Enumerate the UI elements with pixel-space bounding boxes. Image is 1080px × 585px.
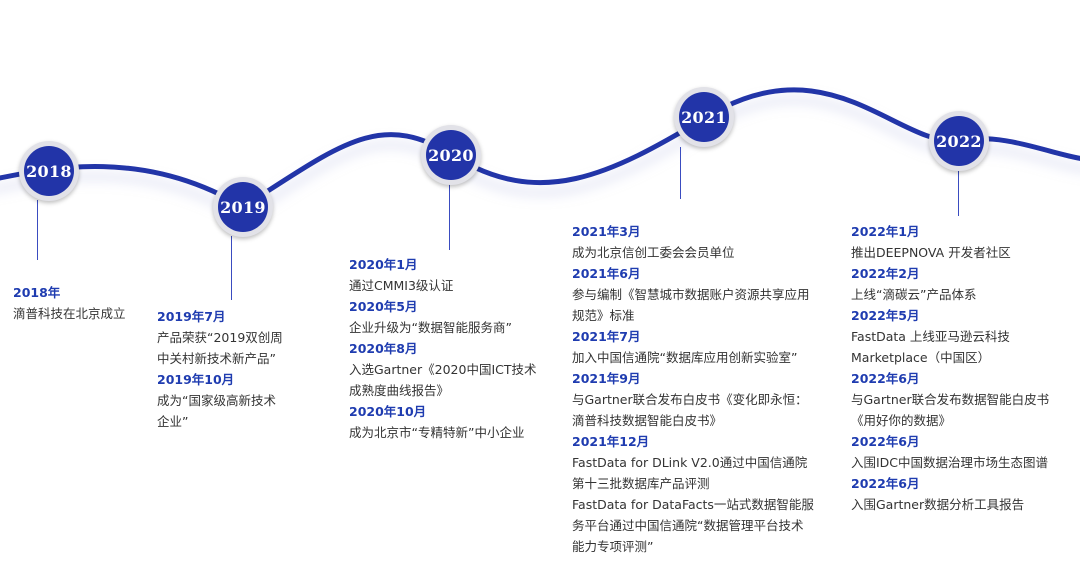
event-date: 2021年12月: [572, 434, 650, 449]
event-text: 推出DEEPNOVA 开发者社区: [851, 245, 1011, 260]
year-label-2022: 2022: [934, 116, 984, 166]
event-text: FastData for DLink V2.0通过中国信通院: [572, 455, 808, 470]
event-date: 2022年5月: [851, 308, 920, 323]
year-label-2021: 2021: [679, 92, 729, 142]
event-text: 通过CMMI3级认证: [349, 278, 454, 293]
event-text: 企业”: [157, 414, 189, 429]
event-date: 2022年6月: [851, 371, 920, 386]
event-date: 2019年10月: [157, 372, 235, 387]
stem-2018: [37, 200, 38, 260]
event-date: 2020年5月: [349, 299, 418, 314]
event-date: 2019年7月: [157, 309, 226, 324]
event-text: 产品荣获“2019双创周: [157, 330, 283, 345]
milestones-2020: 2020年1月 通过CMMI3级认证 2020年5月 企业升级为“数据智能服务商…: [349, 254, 537, 443]
year-node-2018: 2018: [19, 141, 79, 201]
event-text: 参与编制《智慧城市数据账户资源共享应用: [572, 287, 810, 302]
event-text: 滴普科技在北京成立: [13, 306, 126, 321]
wave-line: [0, 87, 1080, 210]
event-date: 2022年1月: [851, 224, 920, 239]
event-text: 加入中国信通院“数据库应用创新实验室”: [572, 350, 798, 365]
event-text: FastData 上线亚马逊云科技: [851, 329, 1010, 344]
event-date: 2022年6月: [851, 476, 920, 491]
event-text: 成为“国家级高新技术: [157, 393, 276, 408]
milestones-2021: 2021年3月 成为北京信创工委会会员单位 2021年6月 参与编制《智慧城市数…: [572, 221, 814, 557]
event-text: 入围IDC中国数据治理市场生态图谱: [851, 455, 1049, 470]
event-text: 成为北京市“专精特新”中小企业: [349, 425, 525, 440]
event-text: 上线“滴碳云”产品体系: [851, 287, 977, 302]
event-text: 能力专项评测”: [572, 539, 654, 554]
event-date: 2022年6月: [851, 434, 920, 449]
event-text: Marketplace（中国区）: [851, 350, 991, 365]
event-text: 入围Gartner数据分析工具报告: [851, 497, 1025, 512]
year-node-2022: 2022: [929, 111, 989, 171]
event-date: 2021年7月: [572, 329, 641, 344]
event-text: 成为北京信创工委会会员单位: [572, 245, 735, 260]
event-text: 中关村新技术新产品”: [157, 351, 276, 366]
event-date: 2020年10月: [349, 404, 427, 419]
event-date: 2021年9月: [572, 371, 641, 386]
event-text: 滴普科技数据智能白皮书》: [572, 413, 723, 428]
event-text: 第十三批数据库产品评测: [572, 476, 710, 491]
event-date: 2020年1月: [349, 257, 418, 272]
year-node-2019: 2019: [213, 177, 273, 237]
event-date: 2020年8月: [349, 341, 418, 356]
event-date: 2021年6月: [572, 266, 641, 281]
event-text: 务平台通过中国信通院“数据管理平台技术: [572, 518, 804, 533]
event-text: 与Gartner联合发布数据智能白皮书: [851, 392, 1050, 407]
event-date: 2018年: [13, 285, 61, 300]
event-text: 成熟度曲线报告》: [349, 383, 450, 398]
milestones-2022: 2022年1月 推出DEEPNOVA 开发者社区 2022年2月 上线“滴碳云”…: [851, 221, 1049, 515]
stem-2020: [449, 184, 450, 250]
event-text: 与Gartner联合发布白皮书《变化即永恒：: [572, 392, 808, 407]
year-label-2019: 2019: [218, 182, 268, 232]
stem-2022: [958, 170, 959, 216]
year-node-2021: 2021: [674, 87, 734, 147]
event-date: 2021年3月: [572, 224, 641, 239]
year-node-2020: 2020: [421, 125, 481, 185]
event-text: 《用好你的数据》: [851, 413, 952, 428]
stem-2019: [231, 236, 232, 300]
event-text: 企业升级为“数据智能服务商”: [349, 320, 512, 335]
event-date: 2022年2月: [851, 266, 920, 281]
milestones-2019: 2019年7月 产品荣获“2019双创周 中关村新技术新产品” 2019年10月…: [157, 306, 283, 432]
event-text: 规范》标准: [572, 308, 635, 323]
milestones-2018: 2018年 滴普科技在北京成立: [13, 282, 126, 324]
year-label-2018: 2018: [24, 146, 74, 196]
year-label-2020: 2020: [426, 130, 476, 180]
event-text: FastData for DataFacts一站式数据智能服: [572, 497, 814, 512]
event-text: 入选Gartner《2020中国ICT技术: [349, 362, 537, 377]
stem-2021: [680, 147, 681, 199]
